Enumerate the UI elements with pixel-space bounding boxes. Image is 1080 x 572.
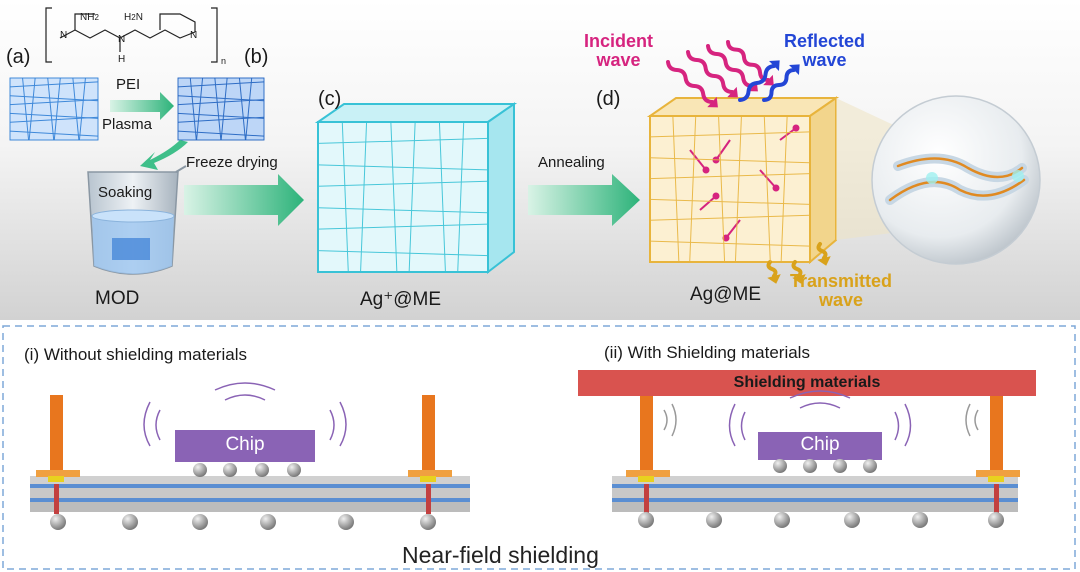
chip-bump-i-2: [255, 463, 269, 477]
board-ball-i-1: [122, 514, 138, 530]
panel-label-a: (a): [6, 46, 31, 68]
silver-network: [885, 153, 1029, 205]
pei-plasma-arrow: [110, 92, 174, 120]
chip-bump-i-3: [287, 463, 301, 477]
board-ball-ii-4: [912, 512, 928, 528]
chem-n2: N: [118, 34, 126, 45]
incident-wave-4-head: [763, 74, 774, 86]
pei-structure: [45, 7, 218, 63]
label-transmitted-wave: Transmitted wave: [790, 271, 893, 310]
step-soaking: Soaking: [98, 184, 153, 201]
reflected-wave-1: [738, 64, 776, 102]
board-ball-i-3: [260, 514, 276, 530]
chip-bump-ii-2: [833, 459, 847, 473]
incident-wave-1-head: [707, 96, 718, 108]
incident-wave-3: [706, 44, 754, 88]
board-with-shield: [612, 476, 1018, 512]
panel-label-d: (d): [596, 88, 621, 110]
sponge-b: [177, 77, 265, 141]
chip-i: [175, 430, 315, 462]
reflected-wave-2: [762, 68, 796, 102]
cube-c-lattice: [317, 121, 489, 273]
internal-scatter-arrows: [689, 124, 800, 242]
board-ball-ii-5: [988, 512, 1004, 528]
title-with-shielding: (ii) With Shielding materials: [604, 343, 810, 362]
step-freeze-drying: Freeze drying: [186, 154, 278, 171]
soaking-arrow: [140, 140, 188, 170]
step-plasma: Plasma: [102, 116, 153, 133]
incident-wave-2-head: [727, 86, 738, 98]
board-ball-i-4: [338, 514, 354, 530]
label-reflected-wave: Reflected wave: [784, 31, 866, 70]
transmitted-wave-2-head: [792, 274, 806, 284]
board-ball-ii-3: [844, 512, 860, 528]
chem-h: H: [118, 54, 126, 65]
sponge-a: [9, 77, 99, 141]
panel-label-c: (c): [318, 88, 342, 110]
chip-bump-i-0: [193, 463, 207, 477]
step-pei: PEI: [116, 76, 141, 93]
reflected-wave-1-head: [769, 60, 780, 71]
label-ag-me: Ag@ME: [690, 284, 762, 305]
chip-ii: [758, 432, 882, 460]
transmitted-wave-1-head: [767, 274, 781, 284]
title-without-shielding: (i) Without shielding materials: [24, 345, 247, 364]
pillar-right-i: [408, 395, 452, 514]
cube-d-lattice: [649, 115, 811, 263]
caption-near-field-shielding: Near-field shielding: [402, 542, 599, 568]
chem-subscript-n: n: [221, 56, 227, 66]
pillar-left-i: [36, 395, 80, 514]
board-ball-i-2: [192, 514, 208, 530]
wave-arrows: [666, 40, 831, 284]
pillar-right-ii: [976, 396, 1020, 514]
label-mod: MOD: [95, 288, 140, 309]
board-without-shield: [30, 476, 470, 512]
panel-label-b: (b): [244, 46, 269, 68]
step-annealing: Annealing: [538, 154, 605, 171]
incident-wave-4: [726, 40, 770, 82]
sponge-b-lattice: [177, 77, 265, 141]
board-ball-ii-2: [774, 512, 790, 528]
chip-waves-i: [143, 382, 347, 447]
chem-n3: N: [190, 30, 198, 41]
transmitted-wave-1: [766, 260, 778, 278]
label-ag-ion-me: Ag⁺@ME: [360, 289, 442, 310]
foam-cube-ag-ion: [314, 102, 518, 275]
incident-wave-2: [686, 50, 734, 94]
transmitted-wave-3: [816, 242, 828, 260]
shielding-bar-label: Shielding materials: [733, 374, 881, 391]
freeze-drying-arrow: [184, 174, 304, 226]
beaker: [87, 165, 187, 275]
annealing-arrow: [528, 174, 640, 226]
chip-bump-ii-1: [803, 459, 817, 473]
sponge-a-lattice: [9, 77, 99, 141]
chip-bump-ii-3: [863, 459, 877, 473]
chip-bump-i-1: [223, 463, 237, 477]
zoom-sphere: [871, 95, 1041, 265]
solder-balls: [50, 459, 1004, 530]
transmitted-wave-2: [791, 260, 803, 278]
chem-n1: N: [60, 30, 68, 41]
chip-bump-ii-0: [773, 459, 787, 473]
board-ball-i-5: [420, 514, 436, 530]
board-ball-ii-0: [638, 512, 654, 528]
incident-wave-1: [666, 60, 714, 104]
board-ball-i-0: [50, 514, 66, 530]
reflected-wave-2-head: [789, 64, 800, 75]
transmitted-wave-3-head: [817, 256, 831, 266]
pillar-left-ii: [626, 396, 670, 514]
chem-nh2: NH2: [80, 12, 99, 23]
chip-waves-ii: [663, 390, 979, 447]
board-ball-ii-1: [706, 512, 722, 528]
label-incident-wave: Incident wave: [584, 31, 654, 70]
chip-label-i: Chip: [225, 434, 265, 455]
chem-h2n: H2N: [124, 12, 143, 23]
chip-label-ii: Chip: [800, 434, 840, 455]
